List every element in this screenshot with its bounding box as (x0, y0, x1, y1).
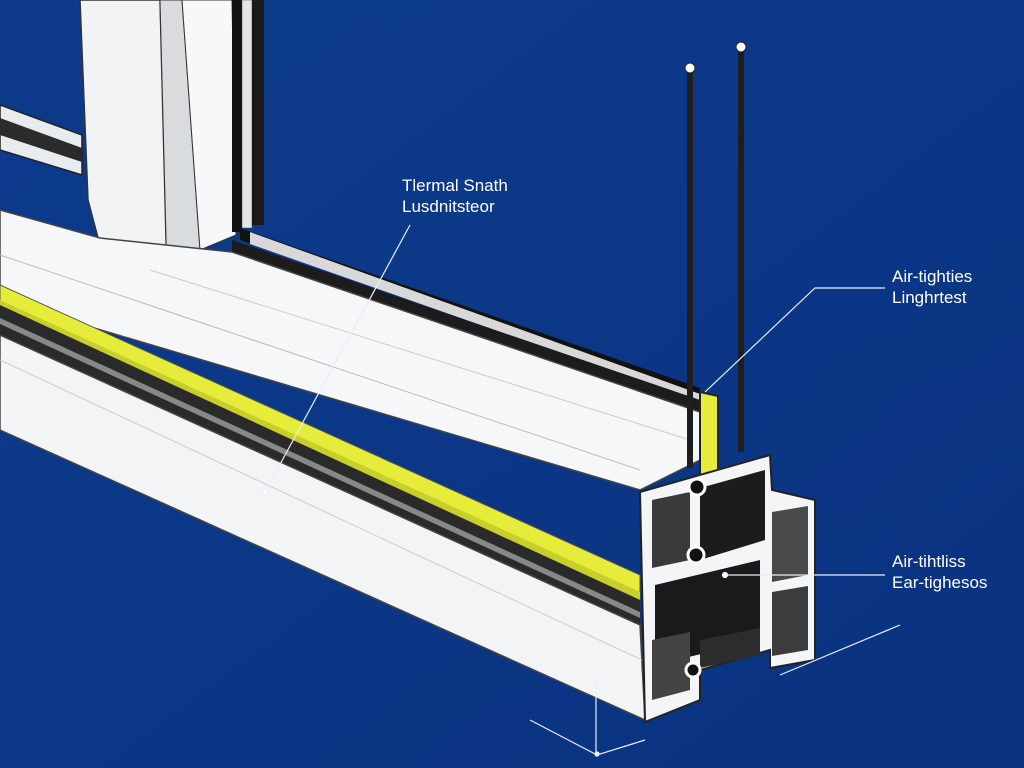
callout-air-tightness-top: Air-tighties Linghrtest (892, 266, 972, 308)
callout-line1: Air-tihtliss (892, 552, 966, 571)
probe-rods (684, 41, 747, 468)
callout-thermal-sheath: Tlermal Snath Lusdnitsteor (402, 175, 508, 217)
callout-line2: Lusdnitsteor (402, 197, 495, 216)
glass-edge-bead (232, 228, 700, 412)
callout-line2: Linghrtest (892, 288, 967, 307)
left-glass-pane (0, 0, 83, 177)
callout-line1: Tlermal Snath (402, 176, 508, 195)
callout-air-tightness-bottom: Air-tihtliss Ear-tighesos (892, 551, 987, 593)
profile-cross-section (638, 453, 816, 724)
leader-lines (261, 224, 901, 757)
seal-layers (0, 284, 719, 625)
callout-line2: Ear-tighesos (892, 573, 988, 592)
callout-line1: Air-tighties (892, 267, 973, 286)
